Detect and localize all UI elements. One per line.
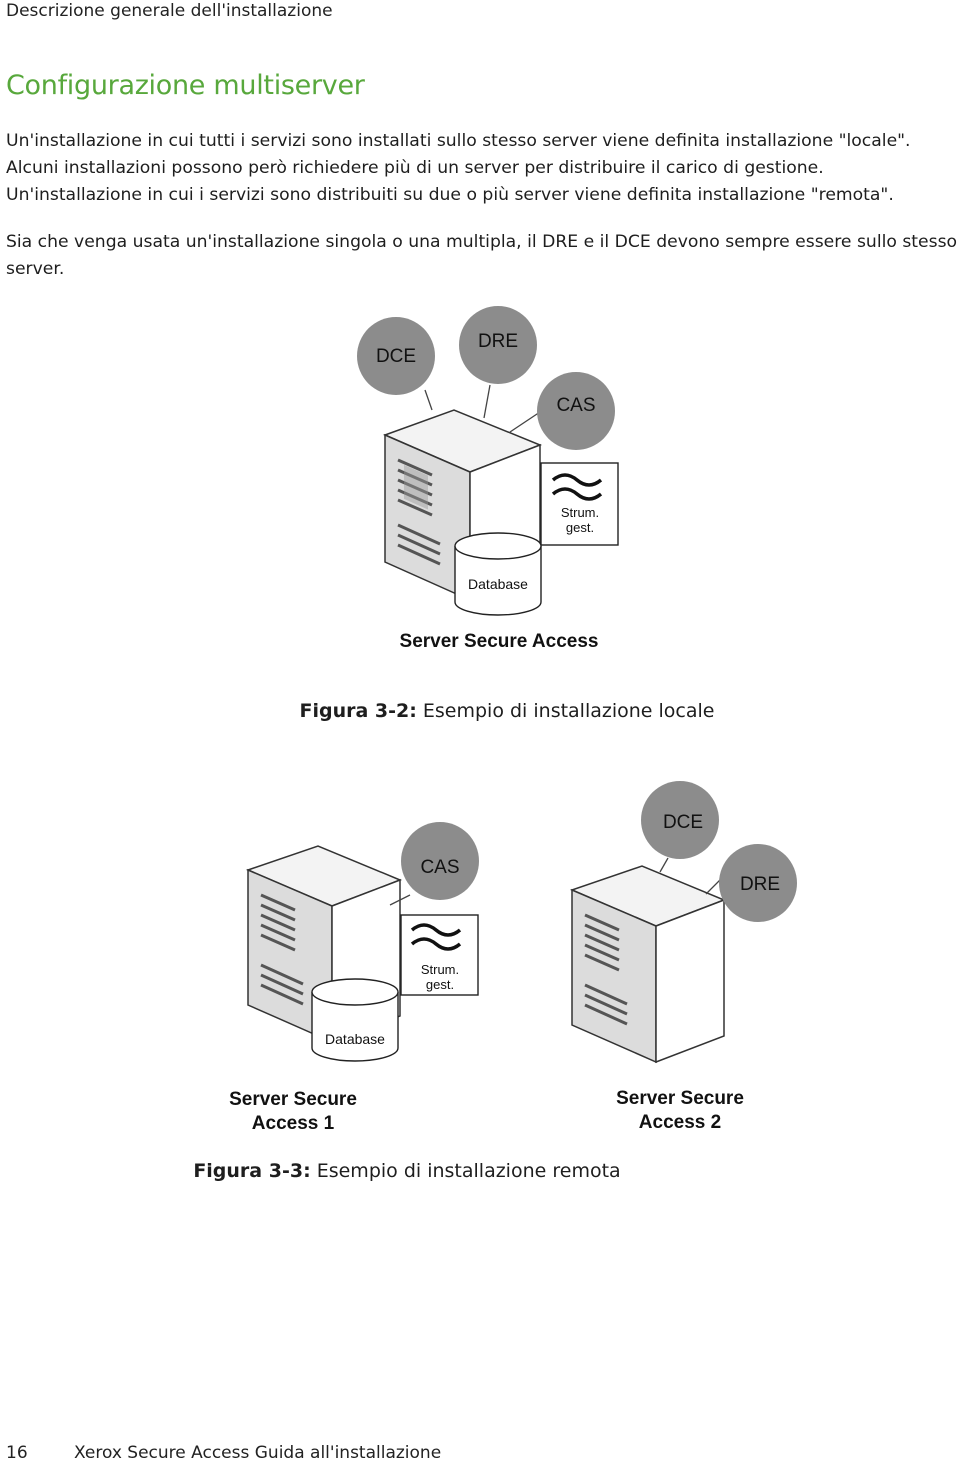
figure-caption-3-2: Figura 3-2: Esempio di installazione loc… <box>0 700 960 722</box>
node-dce-label: DCE <box>663 812 703 833</box>
node-cas: CAS <box>537 372 615 450</box>
server-tower-icon <box>245 845 403 1044</box>
connector-dce <box>424 389 433 411</box>
figure-caption-3-3: Figura 3-3: Esempio di installazione rem… <box>0 1160 914 1182</box>
local-installation-diagram: Strum. gest. Database DCE DRE CAS Server… <box>357 306 619 652</box>
tool-label-strum: Strum. <box>421 962 459 977</box>
section-title: Configurazione multiserver <box>6 70 365 101</box>
server2-label-line2: Access 2 <box>639 1112 721 1133</box>
caption-prefix: Figura 3-3: <box>193 1160 311 1182</box>
node-dce: DCE <box>641 781 719 859</box>
database-label: Database <box>325 1031 385 1047</box>
node-cas: CAS <box>401 822 479 900</box>
wave-icon <box>410 937 462 951</box>
server1-label-line1: Server Secure <box>229 1089 357 1110</box>
tool-label-gest: gest. <box>566 520 594 535</box>
wave-icon <box>410 923 462 937</box>
paragraph-intro: Un'installazione in cui tutti i servizi … <box>6 131 911 205</box>
wave-icon <box>551 487 603 501</box>
page-footer: 16 Xerox Secure Access Guida all'installa… <box>6 1443 441 1463</box>
node-cas-label: CAS <box>420 857 459 878</box>
management-tool-box: Strum. gest. <box>540 462 619 546</box>
connector-dre <box>483 384 491 419</box>
connector-cas <box>509 411 541 433</box>
connector-dce <box>659 857 669 873</box>
server2-label-line1: Server Secure <box>616 1088 744 1109</box>
node-dre: DRE <box>459 306 537 384</box>
tool-label-gest: gest. <box>426 977 454 992</box>
server-tower-icon <box>569 865 727 1064</box>
running-header: Descrizione generale dell'installazione <box>6 1 333 21</box>
figure-remote-installation: Strum. gest. Database CAS Server Secure … <box>0 780 960 1150</box>
management-tool-box: Strum. gest. <box>400 914 479 996</box>
node-dce-label: DCE <box>376 346 416 367</box>
database-cylinder-icon: Database <box>454 532 542 616</box>
server-label: Server Secure Access <box>400 631 599 652</box>
node-dre: DRE <box>719 844 797 922</box>
figure-local-installation: Strum. gest. Database DCE DRE CAS Server… <box>0 300 960 660</box>
connector-cas <box>389 894 411 906</box>
node-cas-label: CAS <box>556 395 595 416</box>
wave-icon <box>551 473 603 487</box>
caption-prefix: Figura 3-2: <box>299 700 417 722</box>
node-dre-label: DRE <box>740 874 780 895</box>
database-label: Database <box>468 576 528 592</box>
caption-text: Esempio di installazione remota <box>310 1160 621 1182</box>
caption-text: Esempio di installazione locale <box>416 700 715 722</box>
document-title: Xerox Secure Access Guida all'installazi… <box>74 1443 442 1463</box>
tool-label-strum: Strum. <box>561 505 599 520</box>
node-dce: DCE <box>357 317 435 395</box>
paragraph-dre-dce: Sia che venga usata un'installazione sin… <box>6 232 958 279</box>
connector-dre <box>705 879 721 895</box>
server1-label-line2: Access 1 <box>252 1113 335 1134</box>
remote-installation-diagram: Strum. gest. Database CAS Server Secure … <box>229 781 797 1134</box>
page-number: 16 <box>6 1443 28 1463</box>
node-dre-label: DRE <box>478 331 518 352</box>
database-cylinder-icon: Database <box>311 978 399 1062</box>
